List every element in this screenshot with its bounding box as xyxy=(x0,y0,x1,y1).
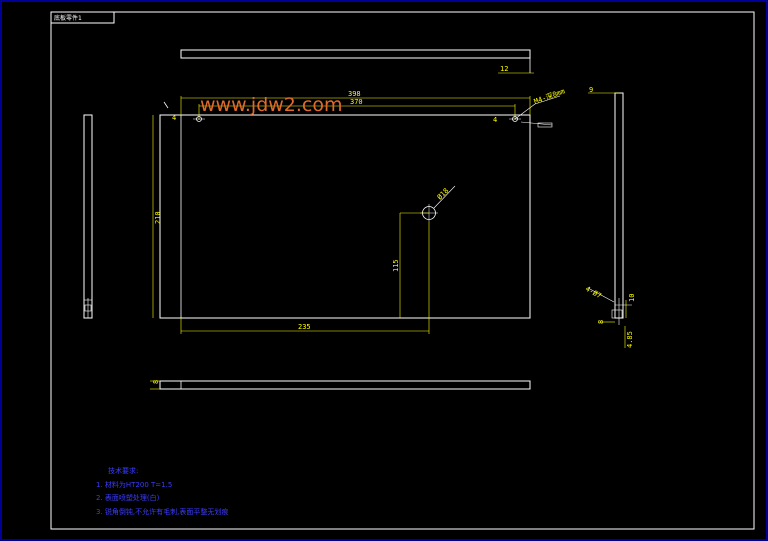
left-side-view xyxy=(83,114,93,319)
dim-tick-right: 4 xyxy=(493,116,497,124)
drawing-frame xyxy=(50,11,755,530)
dim-tick-left: 4 xyxy=(172,114,176,122)
dim-hole-x: 235 xyxy=(298,323,311,331)
notes-item-1: 1. 材料为HT200 T=1.5 xyxy=(96,480,172,489)
title-block-label: 底板零件1 xyxy=(54,14,82,22)
dim-inner-width: 370 xyxy=(350,98,363,106)
front-view: 398 370 4 4 M4-深8mm 210 Ø18 115 xyxy=(152,86,566,334)
notes-heading: 技术要求: xyxy=(108,466,138,475)
technical-notes: 技术要求: 1. 材料为HT200 T=1.5 2. 表面喷塑处理(白) 3. … xyxy=(96,466,228,516)
watermark-text: www.jdw2.com xyxy=(200,94,343,116)
dim-hole-y: 115 xyxy=(392,259,400,272)
dim-thickness-top: 12 xyxy=(500,65,508,73)
dim-overall-width: 398 xyxy=(348,90,361,98)
dim-side-b: 8 xyxy=(597,320,605,324)
right-side-view: 9 4-Ø7 10 8 4.85 xyxy=(584,86,636,348)
dim-side-top: 9 xyxy=(589,86,593,94)
dim-hole-diameter: Ø18 xyxy=(436,187,451,202)
top-view: 12 xyxy=(180,49,534,74)
dim-hole-spec: M4-深8mm xyxy=(533,86,566,106)
notes-item-2: 2. 表面喷塑处理(白) xyxy=(96,493,160,502)
dim-side-hole: 4-Ø7 xyxy=(584,285,603,300)
dim-side-c: 4.85 xyxy=(626,331,634,348)
dim-height: 210 xyxy=(154,211,162,224)
notes-item-3: 3. 锐角倒钝,不允许有毛刺,表面平整无划痕 xyxy=(96,507,228,516)
bottom-view: 8 xyxy=(150,380,531,390)
dim-side-a: 10 xyxy=(628,294,636,302)
dim-bottom-thickness: 8 xyxy=(152,380,160,384)
title-block: 底板零件1 xyxy=(50,11,115,24)
